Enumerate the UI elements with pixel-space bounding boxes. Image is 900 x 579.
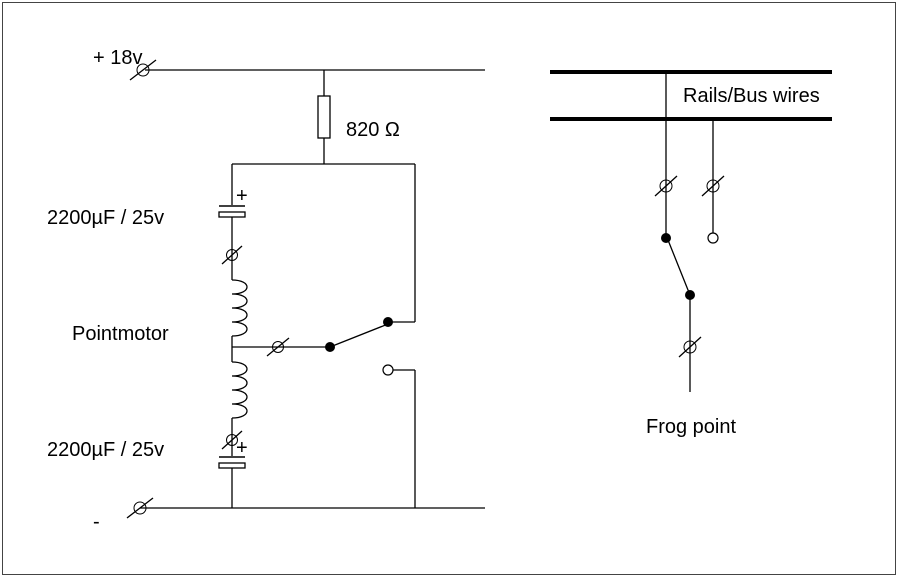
switch-blade (329, 323, 389, 348)
switch-contact-top (383, 317, 393, 327)
frog-switch-blade (667, 239, 691, 296)
switch-contact-bottom (382, 364, 394, 376)
terminal-cap-top (221, 245, 243, 265)
label-bus: Rails/Bus wires (683, 85, 820, 107)
frog-contact-left (661, 233, 671, 243)
terminal-cap-bottom (221, 430, 243, 450)
motor-coil-upper (231, 279, 248, 337)
terminal-frog (678, 336, 702, 358)
terminal-positive (129, 59, 157, 81)
terminal-bus-right (701, 175, 725, 197)
capacitor-top (218, 205, 246, 218)
label-capacitor-bottom: 2200µF / 25v (47, 439, 165, 461)
label-motor: Pointmotor (72, 323, 169, 345)
label-cap-bottom-plus: + (236, 437, 248, 459)
resistor-820 (317, 95, 331, 139)
motor-coil-lower (231, 361, 248, 419)
frog-contact-right (707, 232, 719, 244)
label-resistor: 820 Ω (346, 119, 400, 141)
label-cap-top-plus: + (236, 185, 248, 207)
terminal-negative (126, 497, 154, 519)
terminal-center-tap (266, 337, 290, 357)
label-supply-negative: - (93, 511, 100, 533)
label-frog: Frog point (646, 416, 737, 438)
terminal-bus-left (654, 175, 678, 197)
label-capacitor-top: 2200µF / 25v (47, 207, 165, 229)
label-supply-positive: + 18v (93, 47, 143, 69)
